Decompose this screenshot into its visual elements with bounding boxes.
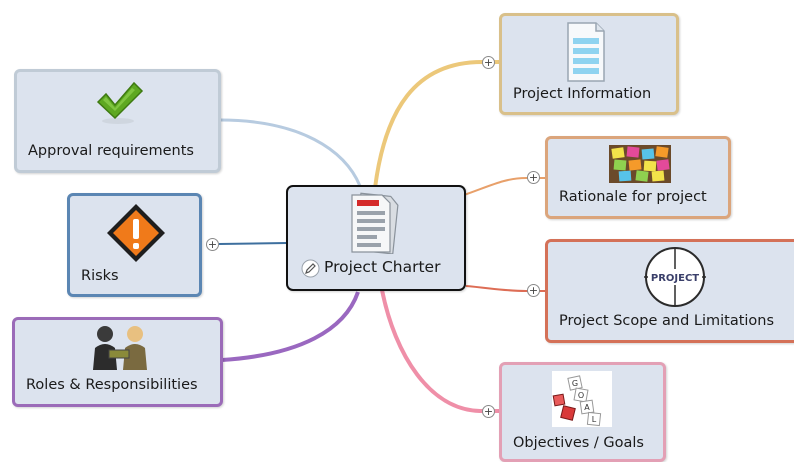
- branch-objectives: [380, 289, 500, 413]
- goal-letter-g: G: [572, 379, 578, 388]
- topic-roles-responsibilities[interactable]: Roles & Responsibilities: [12, 317, 223, 407]
- checkmark-icon: [96, 81, 144, 124]
- branch-roles: [221, 291, 360, 362]
- central-topic-label: Project Charter: [324, 258, 441, 276]
- goal-letter-a: A: [584, 403, 590, 412]
- project-target-text: PROJECT: [651, 273, 699, 284]
- topic-project-scope[interactable]: PROJECT Project Scope and Limitations: [545, 239, 794, 343]
- topic-objectives-goals[interactable]: G O A L Objectives / Goals: [499, 362, 666, 462]
- form-icon: [567, 22, 605, 82]
- people-icon: [93, 326, 147, 370]
- topic-label: Approval requirements: [28, 143, 194, 159]
- topic-label: Risks: [81, 268, 119, 284]
- topic-approval-requirements[interactable]: Approval requirements: [14, 69, 221, 173]
- topic-risks[interactable]: Risks: [67, 193, 202, 297]
- topic-rationale-for-project[interactable]: Rationale for project: [545, 136, 731, 219]
- branch-scope: [465, 285, 546, 292]
- expand-button-risks[interactable]: +: [206, 238, 219, 251]
- topic-label: Project Information: [513, 86, 652, 102]
- topic-label: Objectives / Goals: [513, 435, 644, 451]
- expand-button-scope[interactable]: +: [527, 284, 540, 297]
- sticky-notes-icon: [609, 145, 671, 183]
- goal-letter-l: L: [592, 415, 597, 424]
- branch-approval: [219, 118, 362, 187]
- expand-button-project-info[interactable]: +: [482, 56, 495, 69]
- central-topic-project-charter[interactable]: Project Charter: [286, 185, 466, 291]
- goal-letter-o: O: [578, 391, 584, 400]
- goal-blocks-icon: G O A L: [552, 371, 612, 427]
- branch-project-info: [373, 60, 500, 189]
- topic-label: Project Scope and Limitations: [559, 313, 775, 329]
- warning-icon: [107, 204, 165, 262]
- expand-button-rationale[interactable]: +: [527, 171, 540, 184]
- branch-rationale: [463, 177, 546, 196]
- pencil-icon[interactable]: [301, 259, 320, 278]
- project-target-icon: PROJECT: [644, 247, 706, 307]
- topic-label: Roles & Responsibilities: [26, 377, 198, 393]
- topic-project-information[interactable]: Project Information: [499, 13, 679, 115]
- topic-label: Rationale for project: [559, 189, 707, 205]
- expand-button-objectives[interactable]: +: [482, 405, 495, 418]
- branch-risks: [218, 242, 288, 245]
- document-icon: [351, 192, 399, 254]
